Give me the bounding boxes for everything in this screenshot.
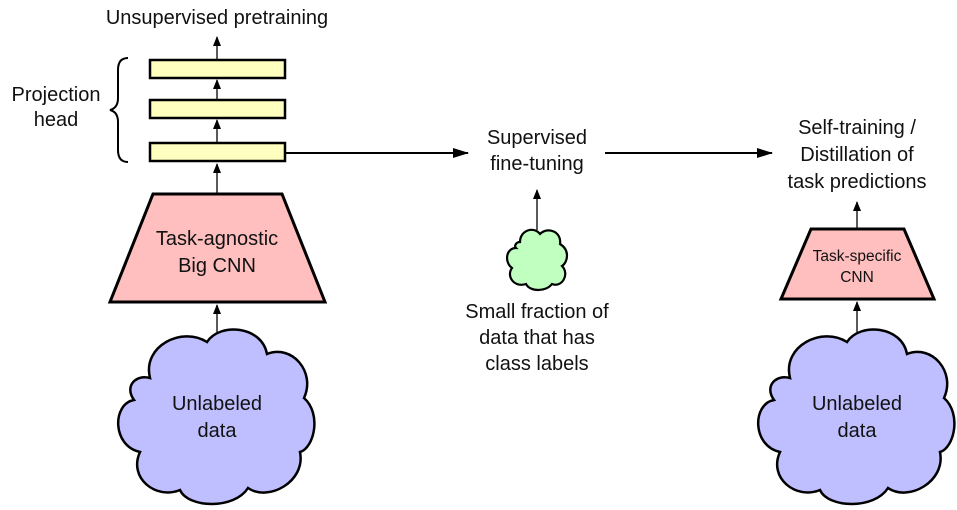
finetuning-title-line1: Supervised	[487, 127, 587, 149]
finetuning-title-line2: fine-tuning	[490, 153, 583, 175]
unlabeled-data-cloud-left	[117, 328, 316, 506]
projection-layer-2	[148, 98, 287, 120]
unlabeled-data-right-line2: data	[838, 420, 878, 442]
projection-head-brace	[109, 57, 129, 163]
unlabeled-data-left-line2: data	[198, 420, 238, 442]
unlabeled-data-cloud-right	[757, 328, 956, 506]
projection-layer-3	[148, 141, 287, 163]
labeled-data-cloud	[506, 228, 569, 292]
task-cnn-label-line2: CNN	[840, 269, 874, 286]
distillation-title-line2: Distillation of	[800, 144, 914, 166]
projection-layer-1	[148, 58, 287, 80]
projection-head-label-line1: Projection	[12, 84, 101, 106]
distillation-title-line3: task predictions	[788, 171, 927, 193]
task-specific-cnn-trapezoid	[778, 227, 937, 301]
unlabeled-data-right-line1: Unlabeled	[812, 393, 902, 415]
labeled-data-label-line3: class labels	[485, 353, 588, 375]
pretraining-title: Unsupervised pretraining	[106, 7, 328, 29]
labeled-data-label-line2: data that has	[479, 327, 595, 349]
projection-head-label-line2: head	[34, 109, 79, 131]
big-cnn-label-line2: Big CNN	[178, 255, 256, 277]
task-cnn-label-line1: Task-specific	[813, 248, 902, 265]
big-cnn-label-line1: Task-agnostic	[156, 228, 278, 250]
unlabeled-data-left-line1: Unlabeled	[172, 393, 262, 415]
labeled-data-label-line1: Small fraction of	[465, 301, 609, 323]
distillation-title-line1: Self-training /	[798, 117, 916, 139]
big-cnn-trapezoid	[107, 192, 328, 304]
